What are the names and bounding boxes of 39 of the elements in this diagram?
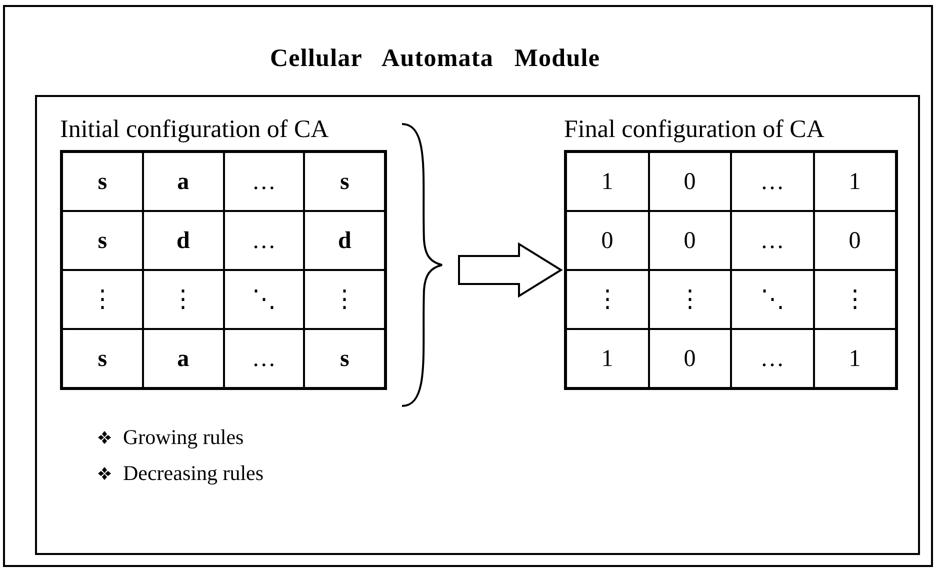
table-cell: a	[142, 329, 224, 388]
table-cell: d	[304, 211, 385, 270]
table-cell: …	[224, 211, 304, 270]
table-cell: 0	[648, 329, 731, 388]
table-cell: ⋮	[566, 270, 648, 329]
table-cell: …	[731, 211, 814, 270]
table-cell: ⋮	[814, 270, 896, 329]
table-cell: s	[62, 329, 143, 388]
table-cell: ⋱	[731, 270, 814, 329]
rule-item: Decreasing rules	[123, 460, 264, 486]
table-heading: Initial configuration of CA	[60, 115, 329, 145]
table-heading: Final configuration of CA	[564, 115, 824, 145]
table-cell: s	[62, 211, 143, 270]
table-cell: ⋮	[142, 270, 224, 329]
table-cell: ⋮	[304, 270, 385, 329]
table-cell: 0	[648, 211, 731, 270]
table-cell: ⋮	[62, 270, 143, 329]
table-cell: 1	[566, 329, 648, 388]
table-cell: 0	[566, 211, 648, 270]
table-cell: …	[731, 329, 814, 388]
table-cell: 0	[648, 152, 731, 211]
table-cell: …	[224, 152, 304, 211]
module-frame	[35, 95, 920, 555]
table-cell: a	[142, 152, 224, 211]
table-cell: …	[731, 152, 814, 211]
table-cell: …	[224, 329, 304, 388]
diagram-title: Cellular Automata Module	[270, 44, 600, 74]
rule-item: Growing rules	[123, 424, 244, 451]
table-cell: 0	[814, 211, 896, 270]
table-cell: s	[304, 329, 385, 388]
table-cell: ⋮	[648, 270, 731, 329]
table-cell: s	[62, 152, 143, 211]
table-cell: d	[142, 211, 224, 270]
table-cell: 1	[814, 329, 896, 388]
table-cell: ⋱	[224, 270, 304, 329]
table-cell: s	[304, 152, 385, 211]
table-cell: 1	[814, 152, 896, 211]
table-cell: 1	[566, 152, 648, 211]
block-arrow	[458, 242, 563, 298]
